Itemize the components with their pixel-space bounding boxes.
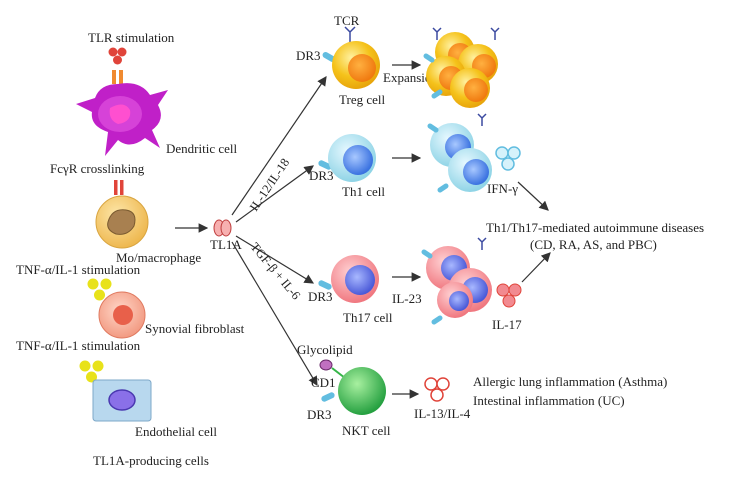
- dendritic-cell-icon: [76, 70, 168, 156]
- nkt-cell-icon: [319, 359, 386, 415]
- il13-il4-dots: [424, 377, 450, 402]
- ifn-gamma-dots: [495, 146, 521, 171]
- endothelial-cell-label: Endothelial cell: [135, 424, 217, 439]
- th1-cell-icon: [318, 134, 376, 182]
- tl1a-to-nkt-arrow: [231, 241, 318, 387]
- tlr-stimulation-label: TLR stimulation: [88, 30, 175, 45]
- tlr-ligand-dots: [108, 47, 127, 65]
- uc-label: Intestinal inflammation (UC): [473, 393, 625, 408]
- ifn-to-autoimmune-arrow: [517, 181, 549, 211]
- treg-cell-label: Treg cell: [339, 92, 385, 107]
- macrophage-cell-icon: [95, 195, 149, 249]
- il17-dots: [496, 283, 522, 308]
- autoimmune-diseases-list: (CD, RA, AS, and PBC): [530, 237, 657, 252]
- fc-receptor-icon: [114, 180, 124, 195]
- synovial-fibroblast-icon: [98, 291, 146, 339]
- tl1a-to-treg-arrow: [231, 76, 327, 216]
- cd1-label: CD1: [311, 375, 336, 390]
- tl1a-label: TL1A: [210, 237, 242, 252]
- il17-to-autoimmune-arrow: [521, 252, 551, 283]
- th17-cell-icon: [318, 255, 379, 303]
- tcr-label: TCR: [334, 13, 360, 28]
- expansion-label: Expansion: [383, 70, 438, 85]
- tgfb-il6-label: TGF-β + IL-6: [248, 240, 303, 302]
- th17-cell-label: Th17 cell: [343, 310, 393, 325]
- dendritic-cell-label: Dendritic cell: [166, 141, 237, 156]
- cytokine-dots-yellow-2: [79, 360, 104, 383]
- il23-label: IL-23: [392, 291, 422, 306]
- treg-cell-icon: [322, 26, 380, 89]
- tnf-il1-stimulation-label-1: TNF-α/IL-1 stimulation: [16, 262, 141, 277]
- tl1a-to-th17-arrow: [235, 235, 315, 284]
- treg-dr3-label: DR3: [296, 48, 321, 63]
- autoimmune-diseases-label: Th1/Th17-mediated autoimmune diseases: [486, 220, 704, 235]
- expanded-th1-cluster-icon: [427, 113, 492, 193]
- fcgr-crosslinking-label: FcγR crosslinking: [50, 161, 145, 176]
- il12-il18-label: IL-12/IL-18: [247, 156, 292, 214]
- nkt-dr3-label: DR3: [307, 407, 332, 422]
- tnf-il1-stimulation-label-2: TNF-α/IL-1 stimulation: [16, 338, 141, 353]
- glycolipid-label: Glycolipid: [297, 342, 353, 357]
- expanded-th17-cluster-icon: [421, 237, 492, 325]
- asthma-label: Allergic lung inflammation (Asthma): [473, 374, 667, 389]
- expanded-treg-cluster-icon: [423, 27, 500, 108]
- tl1a-to-th1-arrow: [235, 165, 314, 223]
- synovial-fibroblast-label: Synovial fibroblast: [145, 321, 245, 336]
- ifn-gamma-label: IFN-γ: [487, 181, 518, 196]
- th17-dr3-label: DR3: [308, 289, 333, 304]
- th1-dr3-label: DR3: [309, 168, 334, 183]
- tl1a-producing-cells-caption: TL1A-producing cells: [93, 453, 209, 468]
- tl1a-trimer-icon: [213, 219, 232, 237]
- il13-il4-label: IL-13/IL-4: [414, 406, 471, 421]
- nkt-cell-label: NKT cell: [342, 423, 391, 438]
- macrophage-label: Mo/macrophage: [116, 250, 201, 265]
- cytokine-dots-yellow-1: [87, 278, 112, 301]
- th1-cell-label: Th1 cell: [342, 184, 385, 199]
- il17-label: IL-17: [492, 317, 522, 332]
- endothelial-cell-icon: [92, 379, 152, 422]
